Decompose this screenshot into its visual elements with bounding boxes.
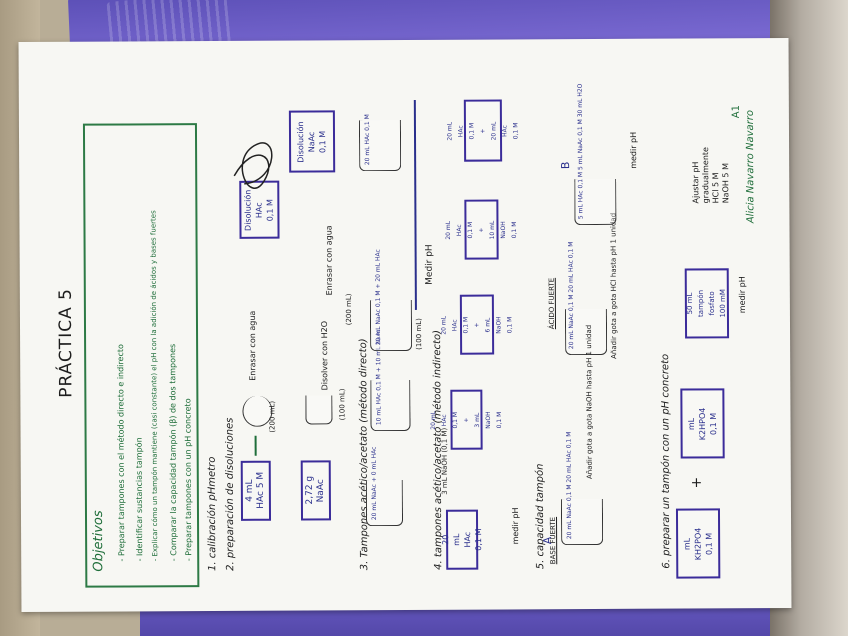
s4-box-3: 20 mL HAc 0,1 M + 6 mL NaOH 0,1 M — [440, 294, 514, 355]
page-title: PRÁCTICA 5 — [55, 288, 77, 398]
section-5-heading: 5. capacidad tampón — [534, 463, 547, 570]
phosphate-buffer-box: 50 mL tampón fosfato 100 mM — [684, 268, 730, 339]
section-1-heading: 1. calibración pHmetro — [206, 456, 219, 572]
s2-volume-2: (100 mL) — [338, 388, 347, 421]
s2-disolver: Disolver con H2O — [319, 320, 330, 391]
s5-beaker-b: 5 mL HAc 0,1 M 5 mL NaAc 0,1 M 30 mL H2O — [576, 83, 585, 220]
s6-adjust: Ajustar pH gradualmente HCl 5 M NaOH 5 M — [691, 147, 731, 204]
s4-box-4-label: 20 mL HAc 0,1 M + 10 mL NaOH 0,1 M — [444, 220, 519, 240]
s5-measure: medir pH — [628, 131, 639, 169]
naac-mass-box: 2,72 g NaAc — [300, 460, 332, 521]
s4-box-5: 20 mL HAc 0,1 M + 20 mL HAc 0,1 M — [446, 99, 520, 162]
section-6-heading: 6. preparar un tampón con un pH concreto — [660, 353, 673, 569]
phosphate-buffer-label: 50 mL tampón fosfato 100 mM — [685, 289, 727, 318]
plus-sign: + — [688, 476, 705, 489]
naac-solution-label: Disolución NaAc 0,1 M — [296, 120, 328, 163]
s5-step-base: Añadir gota a gota NaOH hasta pH 1 unida… — [585, 324, 594, 480]
s3-beaker-3: 20 mL NaAc 0,1 M + 20 mL HAc — [374, 249, 383, 346]
label-b: B — [559, 161, 573, 170]
s5-step-acid: Añadir gota a gota HCl hasta pH 1 unidad — [609, 212, 619, 359]
naac-solution-box: Disolución NaAc 0,1 M — [288, 110, 336, 173]
beaker-icon — [305, 395, 333, 425]
corner-code: A1 — [730, 105, 742, 119]
s2-enrasar-1: Enrasar con agua — [247, 310, 258, 381]
student-name: Alicia Navarro Navarro — [744, 110, 757, 224]
objectives-heading: Objetivos — [90, 510, 107, 572]
objective-item-4: - Comparar la capacidad tampón (β) de do… — [168, 343, 179, 562]
s5-beaker-a: 20 mL NaAc 0,1 M 20 mL HAc 0,1 M — [565, 431, 574, 540]
s2-volume-1: (200 mL) — [268, 400, 277, 433]
s3-measure: Medir pH — [424, 244, 435, 285]
s3-beaker-1: 20 mL NaAc + 0 mL HAc — [370, 446, 379, 521]
s2-enrasar-2: Enrasar con agua — [324, 225, 334, 296]
hac-stock-box: 4 mL HAc 5 M — [240, 460, 272, 521]
s5-beaker-a-acid: 20 mL NaAc 0,1 M 20 mL HAc 0,1 M — [567, 241, 576, 350]
bracket-line — [413, 99, 417, 310]
s4-box-2: 20 mL HAc 0,1 M + 3 mL NaOH 0,1 M — [430, 389, 503, 450]
kh2po4-box: mL KH2PO4 0,1 M — [675, 508, 721, 579]
s4-box-2-label: 20 mL HAc 0,1 M + 3 mL NaOH 0,1 M — [429, 410, 504, 430]
section-3-heading: 3. Tampones acético/acetato (método dire… — [358, 338, 371, 571]
s3-beaker-4: 20 mL HAc 0,1 M — [363, 114, 372, 166]
k2hpo4-box: mL K2HPO4 0,1 M — [680, 388, 725, 459]
s6-measure: medir pH — [737, 276, 747, 314]
s4-box-4: 20 mL HAc 0,1 M + 10 mL NaOH 0,1 M — [445, 199, 518, 260]
s3-volume: (100 mL) — [414, 318, 424, 350]
hac-solution-label: Disolución HAc 0,1 M — [243, 189, 275, 231]
s4-box-3-label: 20 mL HAc 0,1 M + 6 mL NaOH 0,1 M — [440, 315, 514, 335]
kh2po4-label: mL KH2PO4 0,1 M — [682, 527, 714, 560]
objective-item-5: - Preparar tampones con un pH concreto — [183, 398, 194, 562]
k2hpo4-label: mL K2HPO4 0,1 M — [686, 407, 719, 440]
s2-volume-3: (200 mL) — [344, 293, 354, 326]
flow-arrow — [254, 435, 257, 456]
s4-box-5-label: 20 mL HAc 0,1 M + 20 mL HAc 0,1 M — [446, 121, 520, 141]
scribble-mark — [233, 142, 273, 189]
objective-item-2: - Identificar sustancias tampón — [134, 437, 145, 562]
objective-item-1: - Preparar tampones con el método direct… — [116, 344, 127, 562]
s4-box-1-label: 20 mL HAc 0,1 M — [441, 528, 484, 551]
label-a-left: A — [541, 536, 555, 545]
s4-measure: medir pH — [510, 507, 521, 545]
acid-strong-label: ÁCIDO FUERTE — [547, 277, 557, 330]
lab-worksheet: A1 Alicia Navarro Navarro PRÁCTICA 5 Obj… — [18, 37, 792, 613]
s4-add-naoh: 3 mL NaOH (0,1 M) — [440, 427, 449, 495]
s4-box-1: 20 mL HAc 0,1 M — [441, 509, 483, 570]
section-2-heading: 2. preparación de disoluciones — [224, 417, 237, 571]
